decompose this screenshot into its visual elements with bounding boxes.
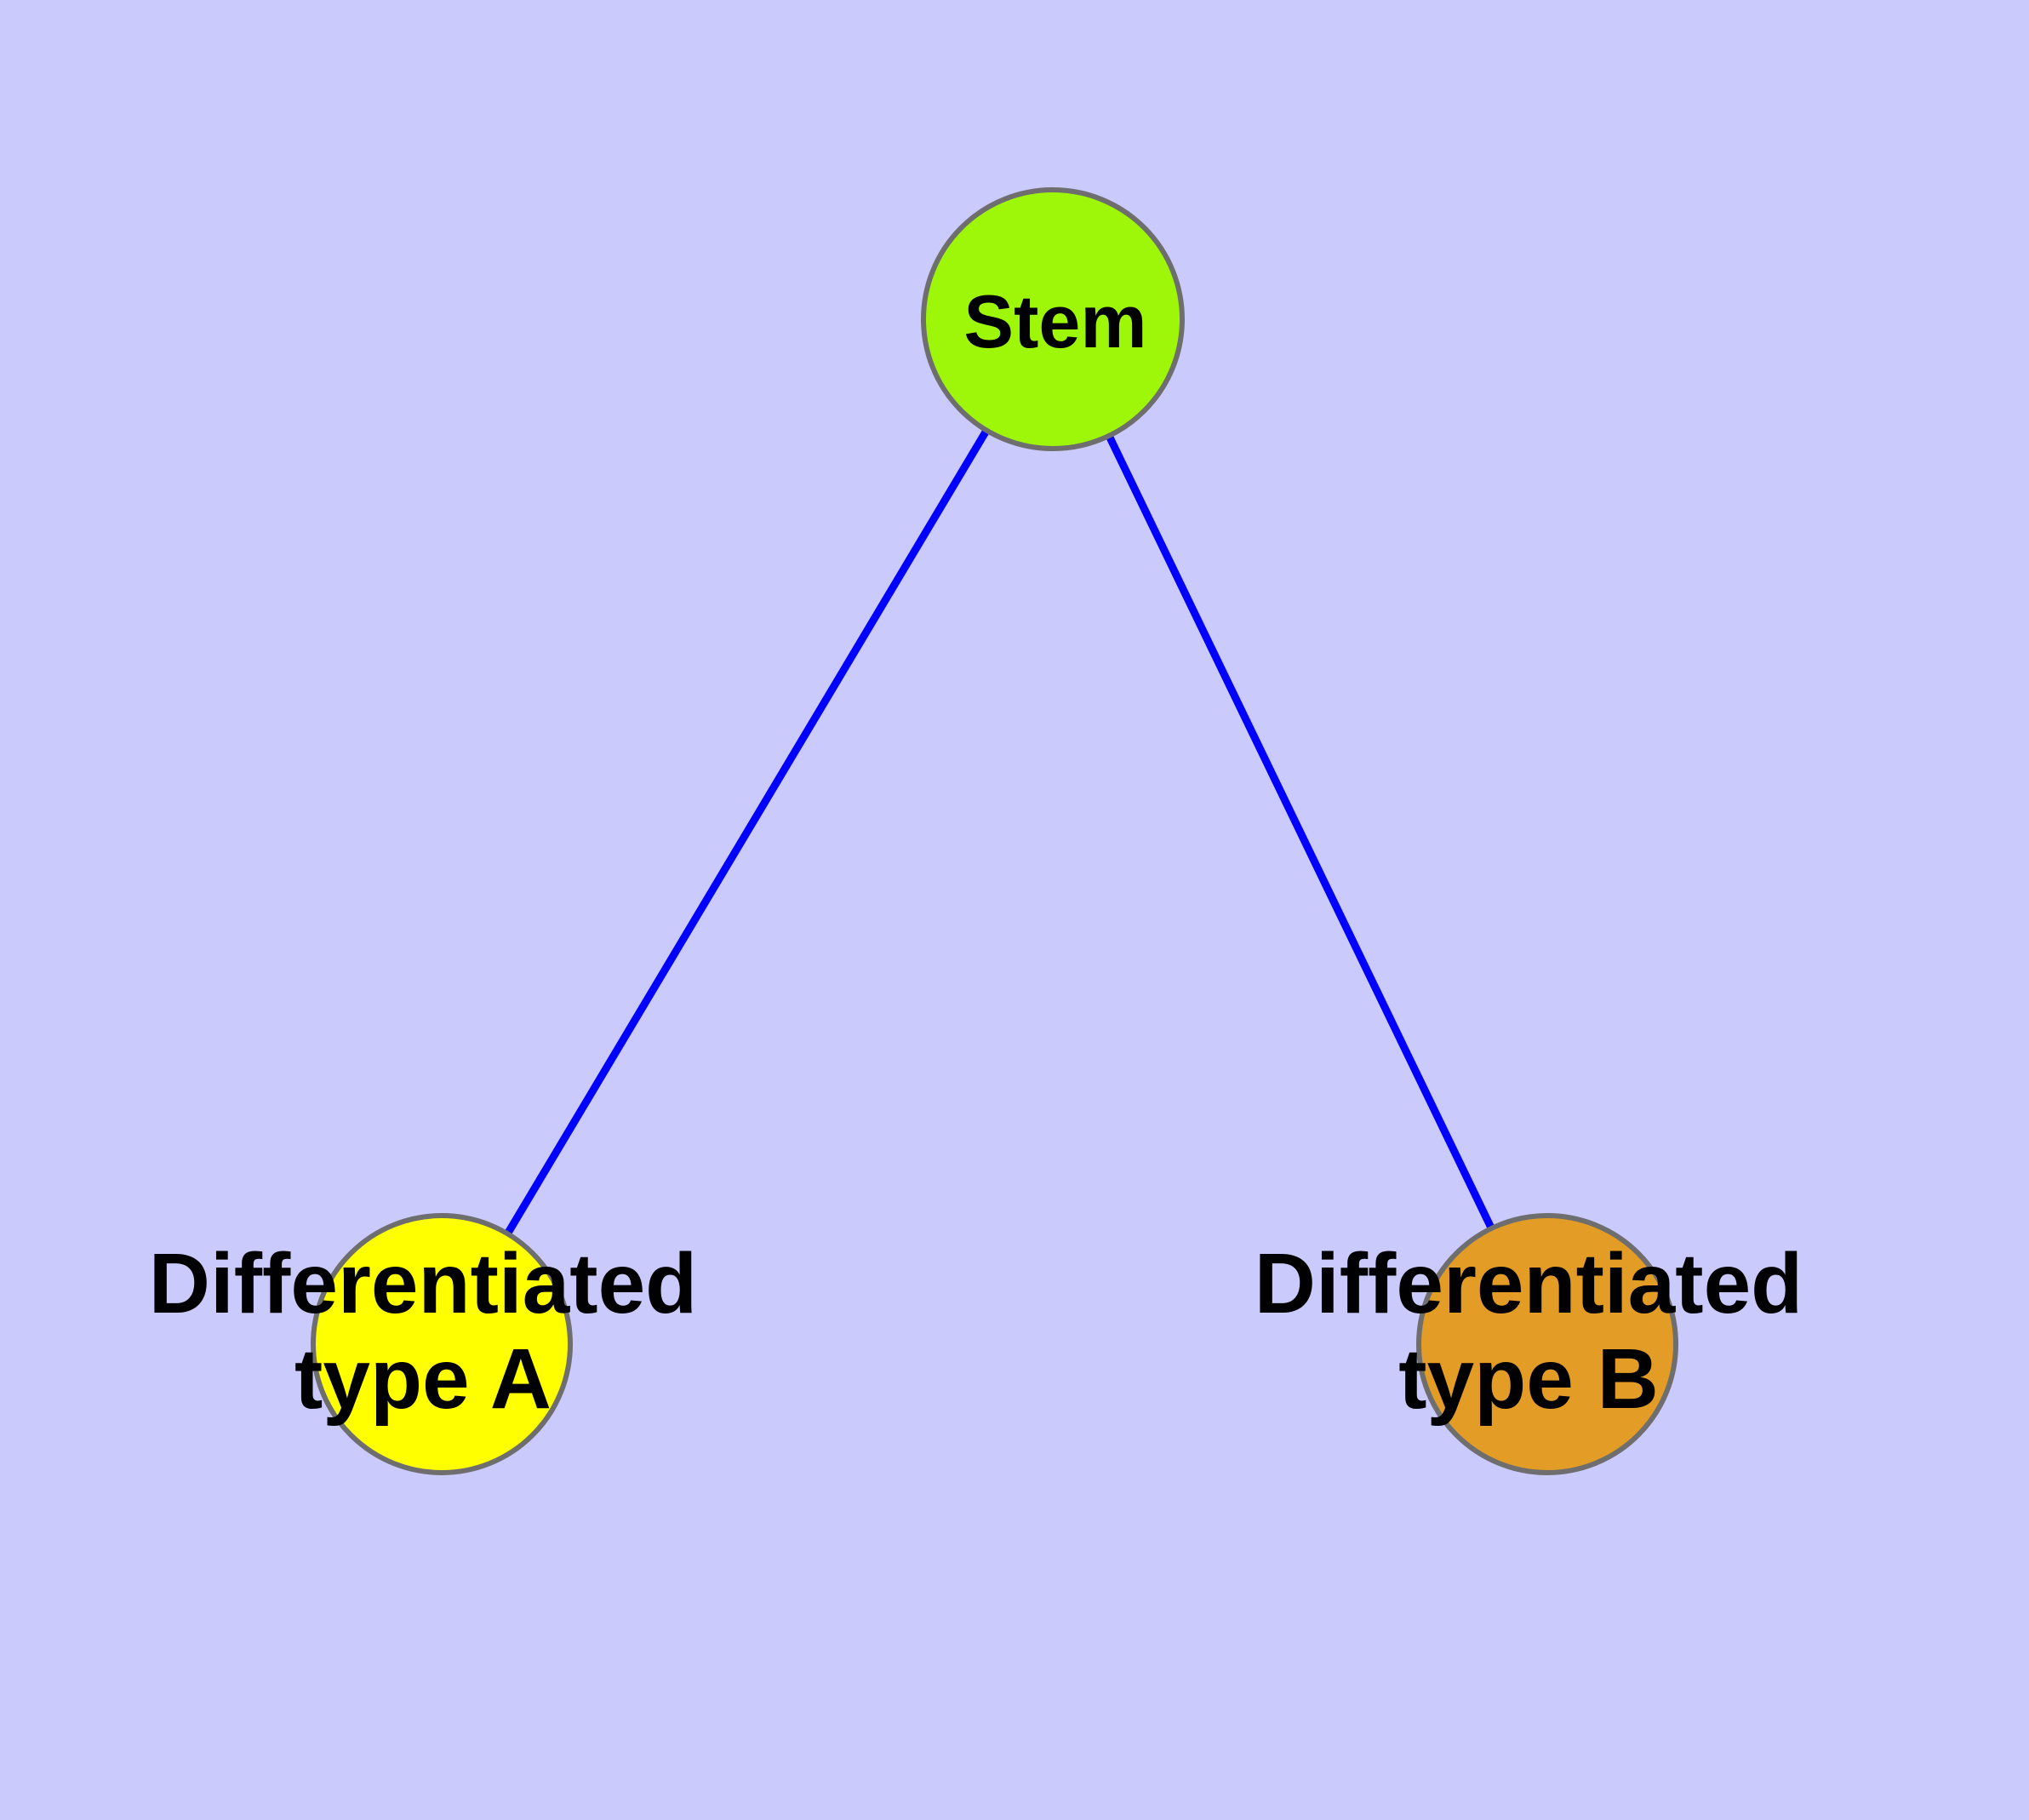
edges-layer [438, 317, 1552, 1347]
edge-stem-to-diff_b[interactable] [1049, 318, 1552, 1346]
node-label-line: type A [294, 1331, 552, 1427]
node-diff_a[interactable] [311, 1213, 573, 1475]
node-label-line: Stem [963, 279, 1146, 363]
edge-stem-to-diff_a[interactable] [438, 317, 1056, 1347]
node-circle-stem[interactable] [921, 187, 1185, 451]
node-label-line: Differentiated [149, 1236, 698, 1331]
node-circle-diff_b[interactable] [1416, 1213, 1678, 1475]
node-label-line: Differentiated [1255, 1236, 1803, 1331]
node-circle-diff_a[interactable] [311, 1213, 573, 1475]
node-diff_b[interactable] [1416, 1213, 1678, 1475]
node-label-stem: Stem [963, 279, 1146, 363]
node-stem[interactable] [921, 187, 1185, 451]
node-label-line: type B [1398, 1331, 1659, 1427]
